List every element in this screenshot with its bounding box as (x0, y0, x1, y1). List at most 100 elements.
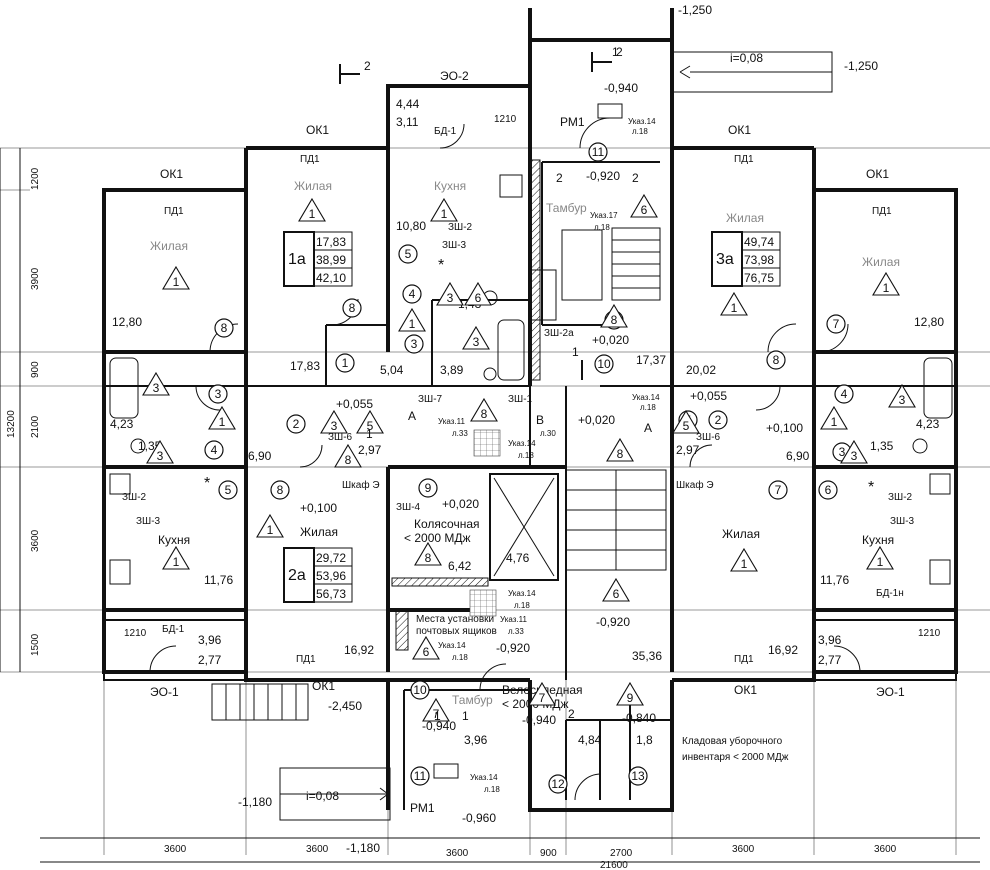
circle-marker: 8 (214, 318, 234, 338)
triangle-marker-label: 5 (683, 419, 690, 433)
svg-text:ЗШ-3: ЗШ-3 (890, 516, 915, 527)
svg-text:10,80: 10,80 (396, 219, 426, 233)
circle-marker: 8 (342, 298, 362, 318)
svg-text:+0,100: +0,100 (300, 501, 337, 515)
svg-text:Указ.17: Указ.17 (590, 211, 618, 220)
plain-marks: 2 2 1 1 2 А А В * * * 1210 1210 1210 1 2 (124, 45, 941, 723)
triangle-marker-label: 1 (441, 207, 448, 221)
triangle-marker-label: 1 (219, 415, 226, 429)
circle-marker-label: 3 (411, 337, 418, 351)
svg-text:3600: 3600 (446, 848, 469, 859)
circle-marker-label: 13 (631, 769, 645, 783)
svg-text:ЭО-1: ЭО-1 (876, 685, 905, 699)
svg-text:л.18: л.18 (514, 601, 530, 610)
svg-text:+0,100: +0,100 (766, 421, 803, 435)
equipment-labels: ЭО-2 ЭО-1 ЭО-1 РМ1 РМ1 ОК1 ОК1 ОК1 ОК1 О… (122, 69, 915, 815)
triangle-marker: 6 (464, 281, 492, 306)
circle-marker: 5 (218, 480, 238, 500)
svg-text:2а: 2а (288, 567, 306, 584)
circle-marker-label: 11 (592, 145, 605, 159)
circle-marker: 2 (708, 410, 728, 430)
triangle-marker-label: 8 (481, 407, 488, 421)
svg-text:3600: 3600 (30, 529, 41, 552)
svg-text:-0,960: -0,960 (462, 811, 496, 825)
circle-marker: 10 (594, 354, 614, 374)
circle-marker-label: 5 (405, 247, 412, 261)
triangle-marker: 1 (398, 307, 426, 332)
circle-marker: 7 (826, 314, 846, 334)
svg-text:2100: 2100 (30, 415, 41, 438)
svg-text:6,42: 6,42 (448, 559, 472, 573)
svg-text:Указ.14: Указ.14 (470, 773, 498, 782)
svg-text:Тамбур: Тамбур (546, 201, 587, 215)
svg-text:ПД1: ПД1 (164, 206, 184, 217)
svg-text:А: А (644, 421, 652, 435)
svg-text:1а: 1а (288, 251, 306, 268)
svg-text:почтовых ящиков: почтовых ящиков (416, 626, 497, 637)
svg-text:-0,940: -0,940 (422, 719, 456, 733)
triangle-marker: 3 (436, 281, 464, 306)
svg-text:Кухня: Кухня (862, 533, 894, 547)
triangle-marker-label: 1 (877, 555, 884, 569)
circle-marker-label: 2 (293, 417, 300, 431)
svg-text:12,80: 12,80 (112, 315, 142, 329)
svg-text:2: 2 (632, 171, 639, 185)
circle-marker: 6 (818, 480, 838, 500)
triangle-marker-label: 3 (153, 381, 160, 395)
triangle-marker: 3 (888, 383, 916, 408)
svg-text:ОК1: ОК1 (734, 683, 757, 697)
svg-text:56,73: 56,73 (316, 587, 346, 601)
triangle-marker: 8 (600, 303, 628, 328)
svg-text:1: 1 (572, 345, 579, 359)
svg-text:1210: 1210 (918, 628, 941, 639)
svg-text:ЗШ-7: ЗШ-7 (418, 394, 443, 405)
triangle-marker-label: 9 (627, 691, 634, 705)
svg-text:Указ.14: Указ.14 (508, 439, 536, 448)
svg-text:В: В (536, 413, 544, 427)
circle-marker-label: 3 (839, 445, 846, 459)
svg-text:ЗШ-1: ЗШ-1 (508, 394, 533, 405)
bottom-dimensions: 3600 3600 3600 900 2700 3600 3600 21600 (164, 844, 897, 870)
svg-text:20,02: 20,02 (686, 363, 716, 377)
triangle-marker-label: 1 (309, 207, 316, 221)
svg-text:35,36: 35,36 (632, 649, 662, 663)
svg-text:Указ.14: Указ.14 (438, 641, 466, 650)
triangle-marker: 1 (208, 405, 236, 430)
circle-marker: 7 (768, 480, 788, 500)
triangle-marker-label: 8 (345, 453, 352, 467)
triangle-marker-label: 7 (433, 707, 440, 721)
svg-text:-1,250: -1,250 (678, 3, 712, 17)
svg-text:ЗШ-4: ЗШ-4 (396, 502, 421, 513)
svg-text:БД-1: БД-1 (162, 624, 185, 635)
svg-text:БД-1: БД-1 (434, 126, 457, 137)
svg-text:12,80: 12,80 (914, 315, 944, 329)
svg-text:2: 2 (364, 59, 371, 73)
svg-text:Места установки: Места установки (416, 614, 494, 625)
circle-marker-label: 9 (425, 481, 432, 495)
triangle-marker-label: 6 (475, 291, 482, 305)
triangle-marker: 1 (298, 197, 326, 222)
triangle-marker: 1 (256, 513, 284, 538)
triangle-marker: 1 (730, 547, 758, 572)
svg-text:1: 1 (462, 709, 469, 723)
svg-text:Указ.14: Указ.14 (632, 393, 660, 402)
svg-text:ЗШ-3: ЗШ-3 (442, 240, 467, 251)
svg-text:-1,180: -1,180 (238, 795, 272, 809)
circle-marker-label: 6 (825, 483, 832, 497)
svg-text:+0,020: +0,020 (592, 333, 629, 347)
svg-text:ЗШ-6: ЗШ-6 (696, 432, 721, 443)
svg-text:2,97: 2,97 (358, 443, 382, 457)
svg-text:+0,055: +0,055 (690, 389, 727, 403)
svg-text:*: * (204, 475, 210, 492)
triangle-marker: 7 (528, 681, 556, 706)
circle-marker: 3 (404, 334, 424, 354)
circle-marker: 10 (410, 680, 430, 700)
section-cut-marks: 2 1 1 (339, 45, 619, 380)
svg-text:-0,920: -0,920 (596, 615, 630, 629)
svg-text:ЭО-2: ЭО-2 (440, 69, 469, 83)
svg-text:л.33: л.33 (508, 627, 524, 636)
apartment-tag-1a: 1а 17,83 38,99 42,10 (283, 231, 353, 287)
svg-text:Жилая: Жилая (726, 211, 764, 225)
svg-text:6,90: 6,90 (786, 449, 810, 463)
svg-text:ОК1: ОК1 (728, 123, 751, 137)
